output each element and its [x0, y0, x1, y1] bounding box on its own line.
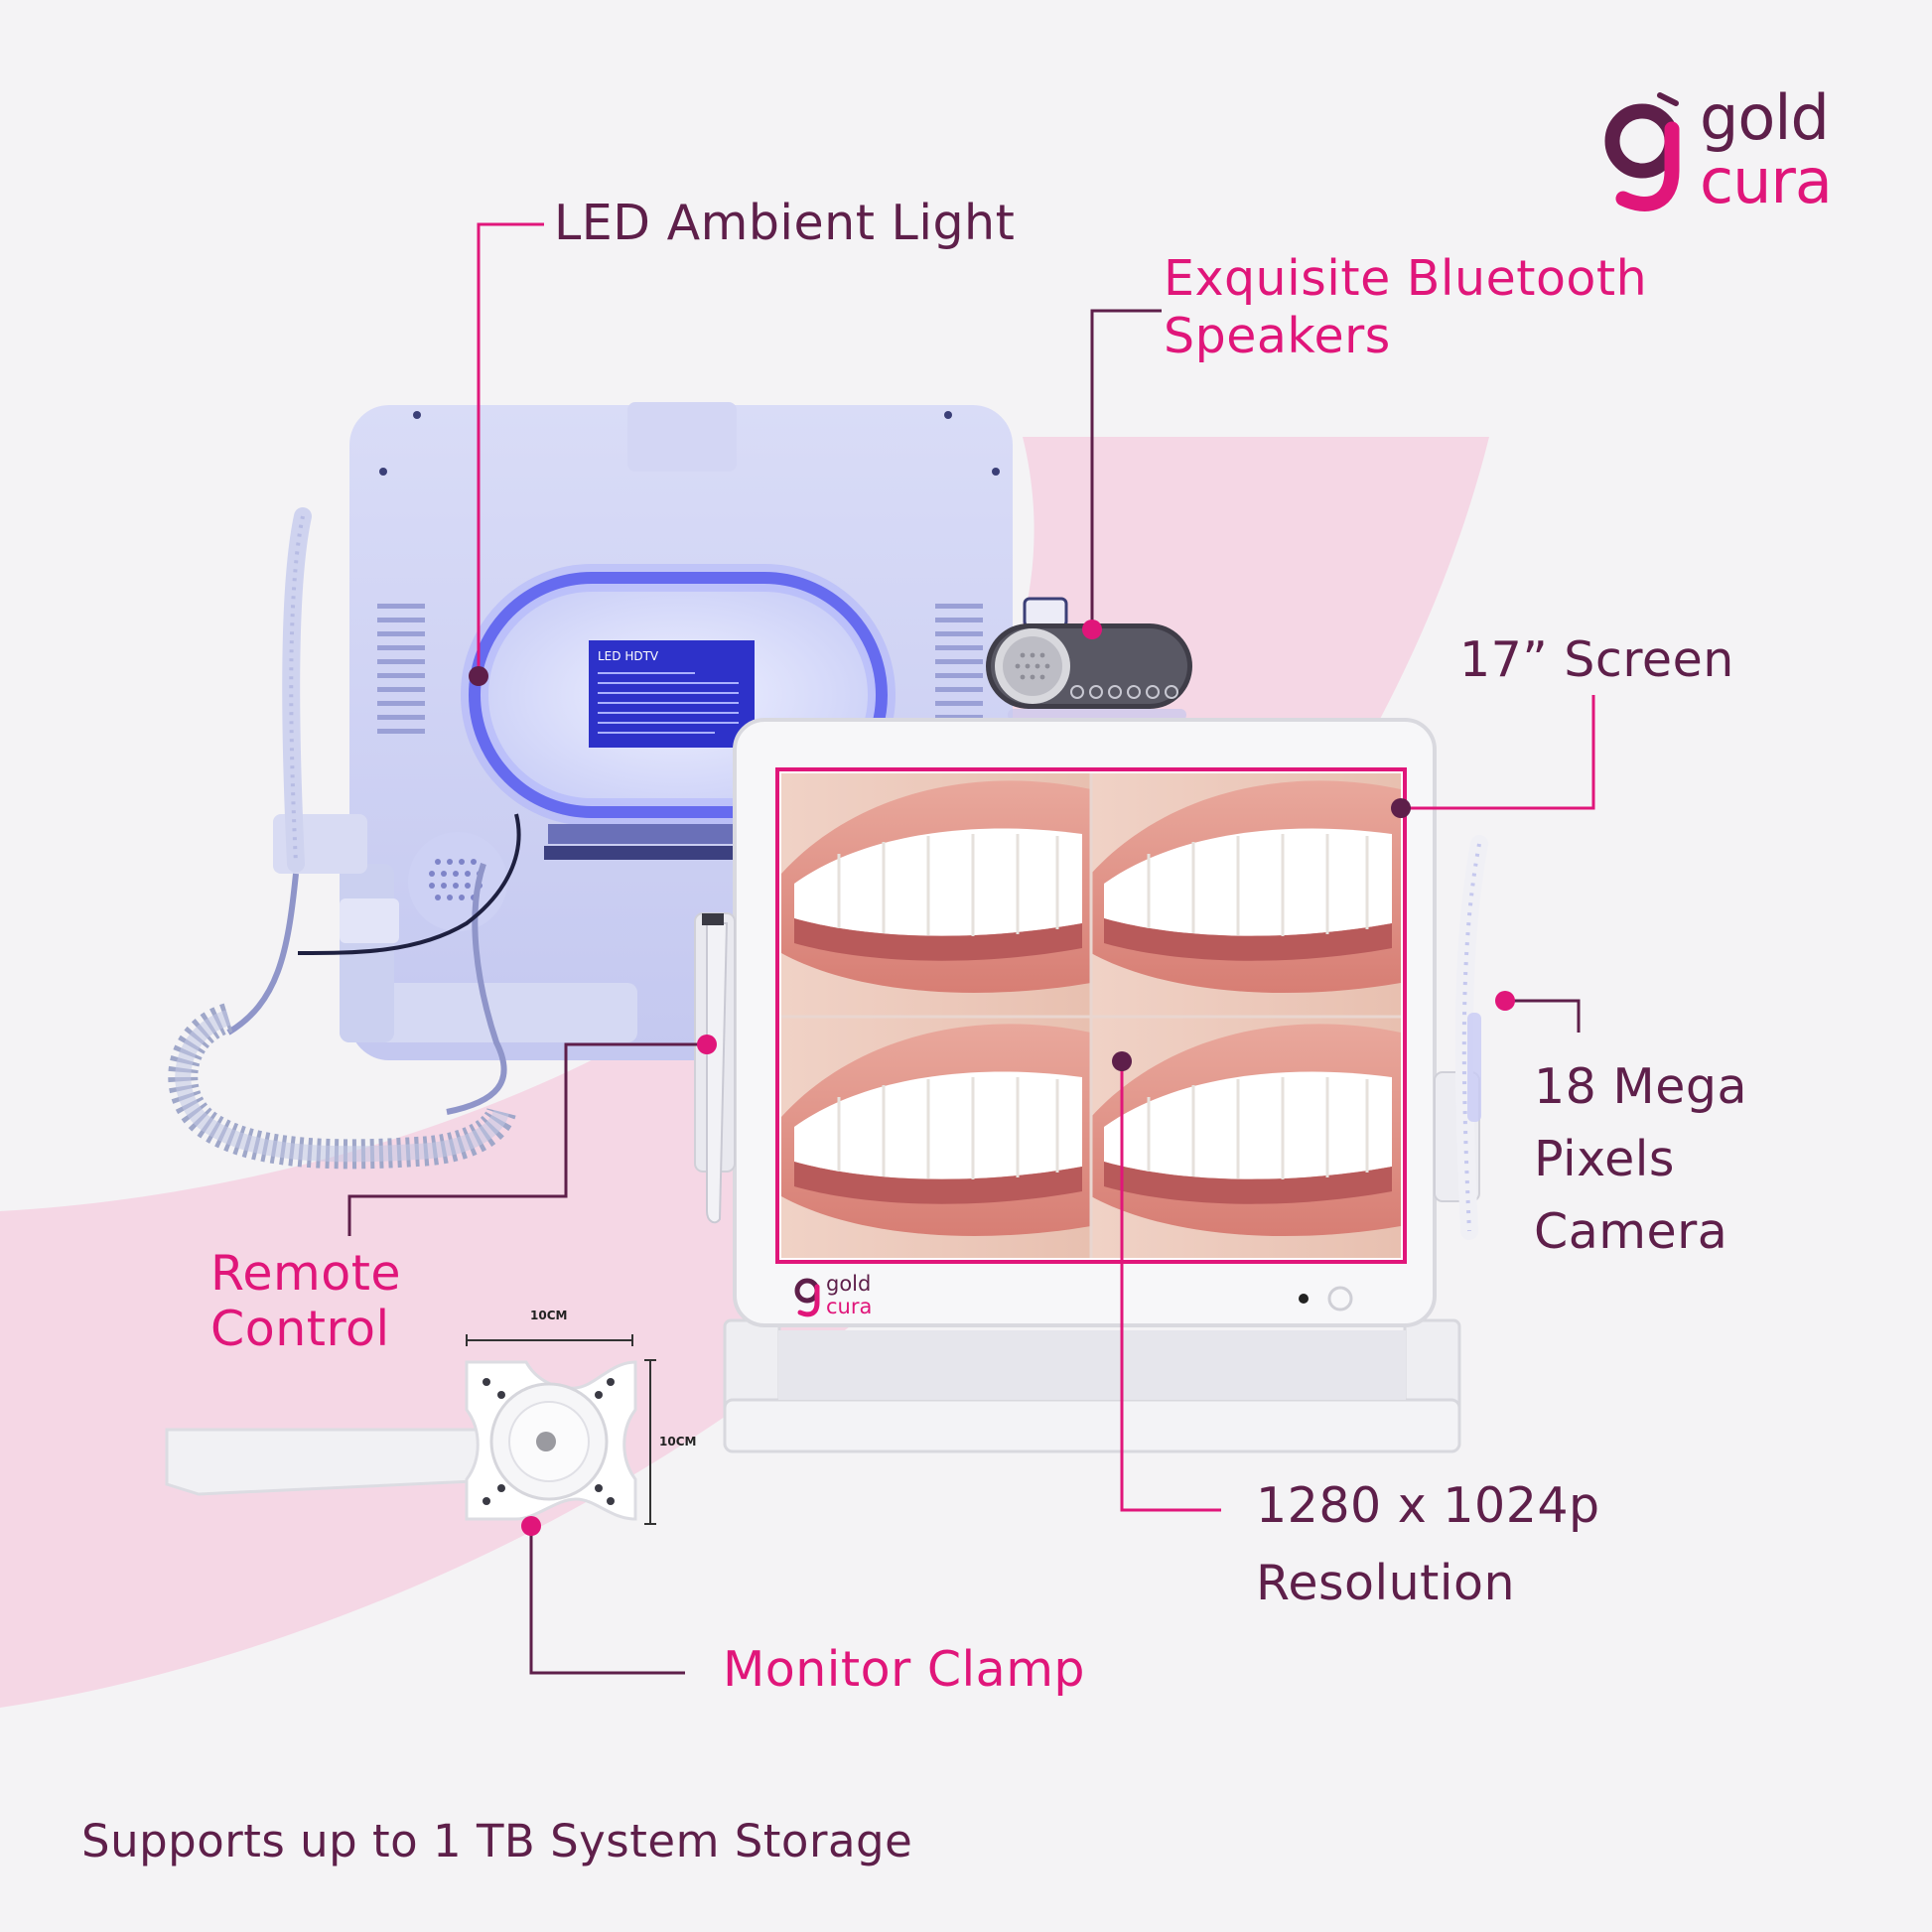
callout-led-ambient-light: LED Ambient Light: [554, 195, 1016, 251]
callout-bluetooth-line1: Exquisite Bluetooth: [1164, 250, 1648, 307]
brand-logo-gold: gold: [1700, 81, 1830, 154]
callout-camera-line3: Camera: [1534, 1203, 1728, 1260]
power-button-icon[interactable]: [1327, 1286, 1353, 1311]
callout-camera-line2: Pixels: [1534, 1131, 1675, 1187]
screen-logo-icon: [794, 1278, 820, 1317]
callout-leaders: [347, 222, 1595, 1675]
clamp-width-label: 10CM: [530, 1309, 568, 1322]
brand-logo-icon: [1604, 92, 1680, 211]
monitor-clamp: [165, 1334, 656, 1525]
screen-logo-cura: cura: [826, 1295, 873, 1318]
clamp-height-label: 10CM: [659, 1435, 697, 1449]
callout-resolution-line2: Resolution: [1256, 1555, 1516, 1611]
screen-smile-grid: [781, 773, 1401, 1258]
callout-camera-line1: 18 Mega: [1534, 1058, 1747, 1115]
rear-label-title: LED HDTV: [598, 649, 659, 663]
callout-bluetooth-line2: Speakers: [1164, 308, 1391, 364]
callout-resolution-line1: 1280 x 1024p: [1256, 1477, 1600, 1534]
callout-monitor-clamp: Monitor Clamp: [723, 1641, 1086, 1698]
callout-remote-line1: Remote: [210, 1245, 402, 1302]
brand-logo-cura: cura: [1700, 145, 1833, 217]
screen-logo-gold: gold: [826, 1272, 872, 1296]
callout-screen-size: 17” Screen: [1459, 631, 1734, 688]
callout-remote-line2: Control: [210, 1301, 390, 1357]
callout-dots: [469, 620, 1515, 1536]
rear-vents: [377, 604, 983, 734]
footer-storage-note: Supports up to 1 TB System Storage: [81, 1815, 913, 1867]
speaker-grille-icon: [408, 832, 507, 931]
